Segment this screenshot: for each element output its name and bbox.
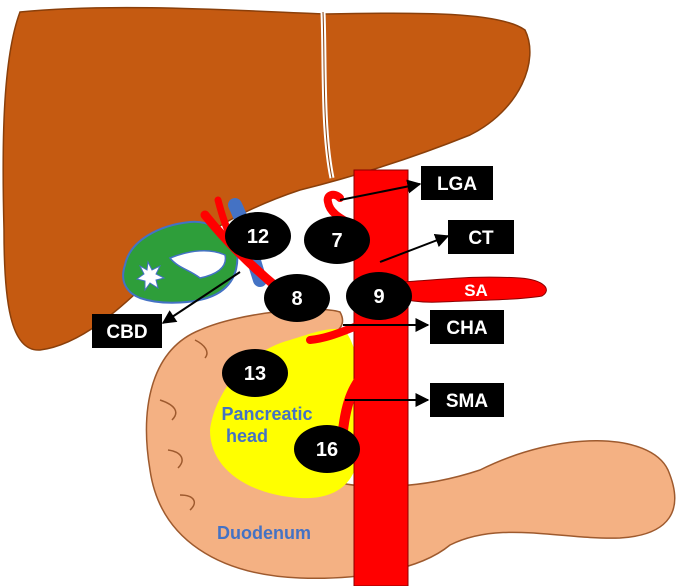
lga-arrow	[339, 179, 422, 201]
sma-label: SMA	[446, 391, 489, 412]
node-16-label: 16	[316, 439, 338, 461]
label-box-cha: CHA	[430, 310, 504, 344]
node-13-label: 13	[244, 363, 266, 385]
ct-arrow	[379, 233, 450, 263]
pancreatic-head-label-line1: Pancreatic	[221, 404, 312, 424]
celiac-trunk	[366, 245, 403, 274]
duodenum-label: Duodenum	[217, 523, 311, 543]
common-hepatic-artery	[306, 321, 364, 344]
label-box-ct: CT	[448, 220, 514, 254]
lymph-node-9: 9	[346, 272, 412, 320]
cbd-label: CBD	[106, 322, 147, 343]
lymph-node-7: 7	[304, 216, 370, 264]
gallstone-icon	[135, 260, 166, 292]
splenic-artery	[399, 276, 547, 303]
label-box-cbd: CBD	[92, 314, 162, 348]
ct-label: CT	[468, 228, 494, 249]
duodenum-fold-lines	[159, 339, 392, 535]
lymph-node-8: 8	[264, 274, 330, 322]
sa-label: SA	[464, 281, 488, 300]
label-box-lga: LGA	[421, 166, 493, 200]
cbd-arrow	[161, 271, 241, 324]
cha-label: CHA	[446, 318, 487, 339]
lymph-node-16: 16	[294, 425, 360, 473]
pancreatic-head-label-line2: head	[226, 426, 268, 446]
node-8-label: 8	[291, 288, 302, 310]
node-12-label: 12	[247, 226, 269, 248]
label-box-sma: SMA	[430, 383, 504, 417]
node-9-label: 9	[373, 286, 384, 308]
lymph-node-12: 12	[225, 212, 291, 260]
node-7-label: 7	[331, 230, 342, 252]
lga-label: LGA	[437, 174, 477, 195]
lymph-node-13: 13	[222, 349, 288, 397]
